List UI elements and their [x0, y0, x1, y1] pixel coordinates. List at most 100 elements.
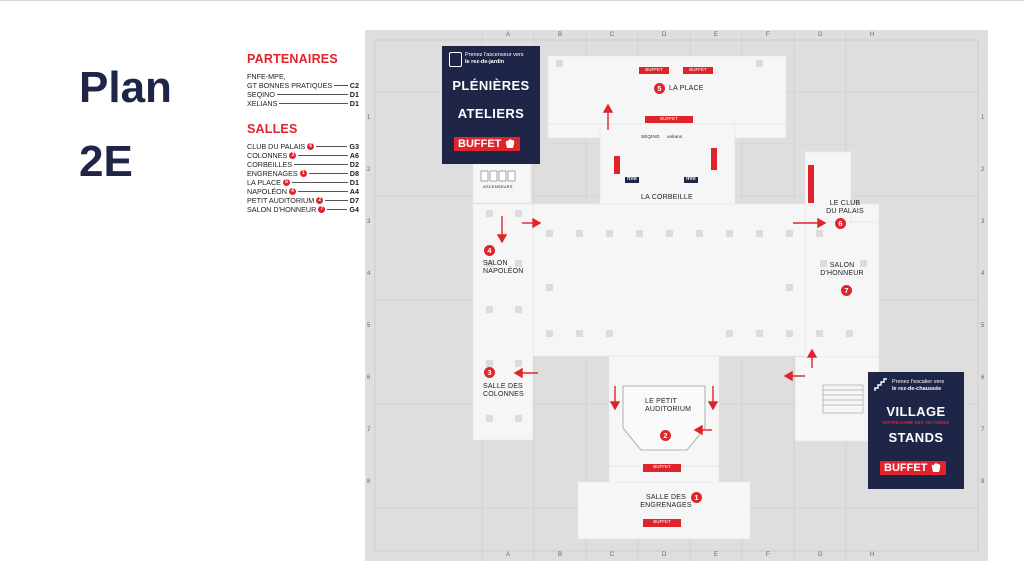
- chef-hat-icon: [932, 463, 941, 472]
- legend-code: D8: [349, 169, 359, 178]
- legend-name: GT BONNES PRATIQUES: [247, 81, 333, 90]
- row-label: 7: [981, 427, 985, 433]
- row-label: 4: [981, 271, 985, 277]
- legend-pin: 4: [288, 188, 296, 195]
- legend-code: D7: [349, 196, 359, 205]
- sign-stands: STANDS: [888, 430, 944, 445]
- buffet-tag: BUFFET: [639, 67, 669, 74]
- floor-title: 2E: [79, 137, 133, 186]
- auditorium-outline: [622, 385, 706, 451]
- col-label: D: [662, 552, 667, 558]
- col-label: E: [714, 32, 719, 38]
- col-label: B: [558, 32, 563, 38]
- col-label: C: [610, 552, 615, 558]
- col-label: E: [714, 552, 719, 558]
- legend-name: XELIANS: [247, 99, 278, 108]
- legend-pin: 5: [282, 179, 290, 186]
- building-floor: [472, 55, 880, 540]
- room-la-place: LA PLACE: [669, 85, 704, 92]
- sign-village: VILLAGE: [886, 404, 946, 419]
- legend-row: FNFE-MPE,: [247, 72, 359, 81]
- col-label: G: [818, 552, 823, 558]
- stairs: [822, 384, 864, 414]
- sign-plenieres: PLÉNIÈRES: [452, 78, 530, 93]
- row-label: 5: [367, 323, 371, 329]
- room-salle-engrenages: SALLE DES ENGRENAGES: [640, 494, 692, 510]
- legend-row: CORBEILLES D2: [247, 160, 359, 169]
- row-label: 2: [367, 167, 371, 173]
- legend-row: XELIANS D1: [247, 99, 359, 108]
- legend-name: CLUB DU PALAIS: [247, 142, 306, 151]
- sign-subtitle: NOTRE-DAME DES VICTOIRES: [882, 420, 950, 425]
- legend-code: D2: [349, 160, 359, 169]
- room-pin-5: 5: [654, 83, 665, 94]
- legend-pin: 2: [316, 197, 324, 204]
- buffet-tag: BUFFET: [645, 116, 693, 123]
- buffet-tag: BUFFET: [683, 67, 713, 74]
- legend-name: CORBEILLES: [247, 160, 293, 169]
- room-pin-4: 4: [484, 245, 495, 256]
- room-club-palais: LE CLUB DU PALAIS: [826, 200, 864, 216]
- room-petit-auditorium: LE PETIT AUDITORIUM: [645, 398, 692, 414]
- row-label: 3: [367, 219, 371, 225]
- room-la-corbeille: LA CORBEILLE: [641, 194, 693, 201]
- room-pin-1: 1: [691, 492, 702, 503]
- legend-name: LA PLACE: [247, 178, 281, 187]
- row-label: 8: [981, 479, 985, 485]
- elevator-icon: [449, 52, 462, 67]
- legend-code: G3: [349, 142, 359, 151]
- legend-code: D1: [349, 99, 359, 108]
- legend-code: G4: [349, 205, 359, 214]
- legend-pin: 7: [318, 206, 326, 213]
- room-pin-6: 6: [835, 218, 846, 229]
- row-label: 6: [981, 375, 985, 381]
- col-label: H: [870, 32, 875, 38]
- floor-map: A B C D E F G H A B C D E F G H 1 2 3 4 …: [365, 30, 988, 561]
- col-label: A: [506, 552, 511, 558]
- stand-fnfe: fnfe: [625, 176, 639, 183]
- row-label: 1: [367, 115, 371, 121]
- buffet-tag: BUFFET: [643, 519, 681, 527]
- top-divider: [0, 0, 1024, 1]
- legend-name: NAPOLÉON: [247, 187, 287, 196]
- room-pin-7: 7: [841, 285, 852, 296]
- col-label: D: [662, 32, 667, 38]
- row-label: 4: [367, 271, 371, 277]
- row-label: 8: [367, 479, 371, 485]
- village-sign: Prenez l'escalier vers le rez-de-chaussé…: [868, 372, 964, 489]
- row-label: 7: [367, 427, 371, 433]
- stand-seqino: SEQINO: [641, 134, 660, 139]
- legend-pin: 3: [289, 152, 297, 159]
- partners-heading: PARTENAIRES: [247, 52, 338, 66]
- stairs-icon: [874, 378, 887, 391]
- col-label: G: [818, 32, 823, 38]
- stand-xelians: xelians: [667, 134, 683, 139]
- legend-name: FNFE-MPE,: [247, 72, 286, 81]
- buffet-label: BUFFET: [884, 462, 928, 474]
- legend-pin: 1: [299, 170, 307, 177]
- legend-name: SEQINO: [247, 90, 275, 99]
- sign-note: Prenez l'ascenseur vers: [465, 52, 524, 58]
- sign-note: Prenez l'escalier vers: [892, 379, 945, 385]
- legend-name: COLONNES: [247, 151, 288, 160]
- buffet-counters: [614, 148, 814, 203]
- legend-name: PETIT AUDITORIUM: [247, 196, 315, 205]
- room-salle-colonnes: SALLE DES COLONNES: [483, 383, 524, 399]
- elevator-label: ASCENSEURS: [483, 184, 513, 189]
- room-pin-2: 2: [660, 430, 671, 441]
- legend-name: ENGRENAGES: [247, 169, 298, 178]
- sign-note: le rez-de-chaussée: [892, 386, 942, 392]
- row-label: 1: [981, 115, 985, 121]
- row-label: 5: [981, 323, 985, 329]
- legend-code: A4: [349, 187, 359, 196]
- room-salon-napoleon: SALON NAPOLÉON: [483, 260, 524, 276]
- col-label: B: [558, 552, 563, 558]
- elevator-icons: [480, 170, 516, 182]
